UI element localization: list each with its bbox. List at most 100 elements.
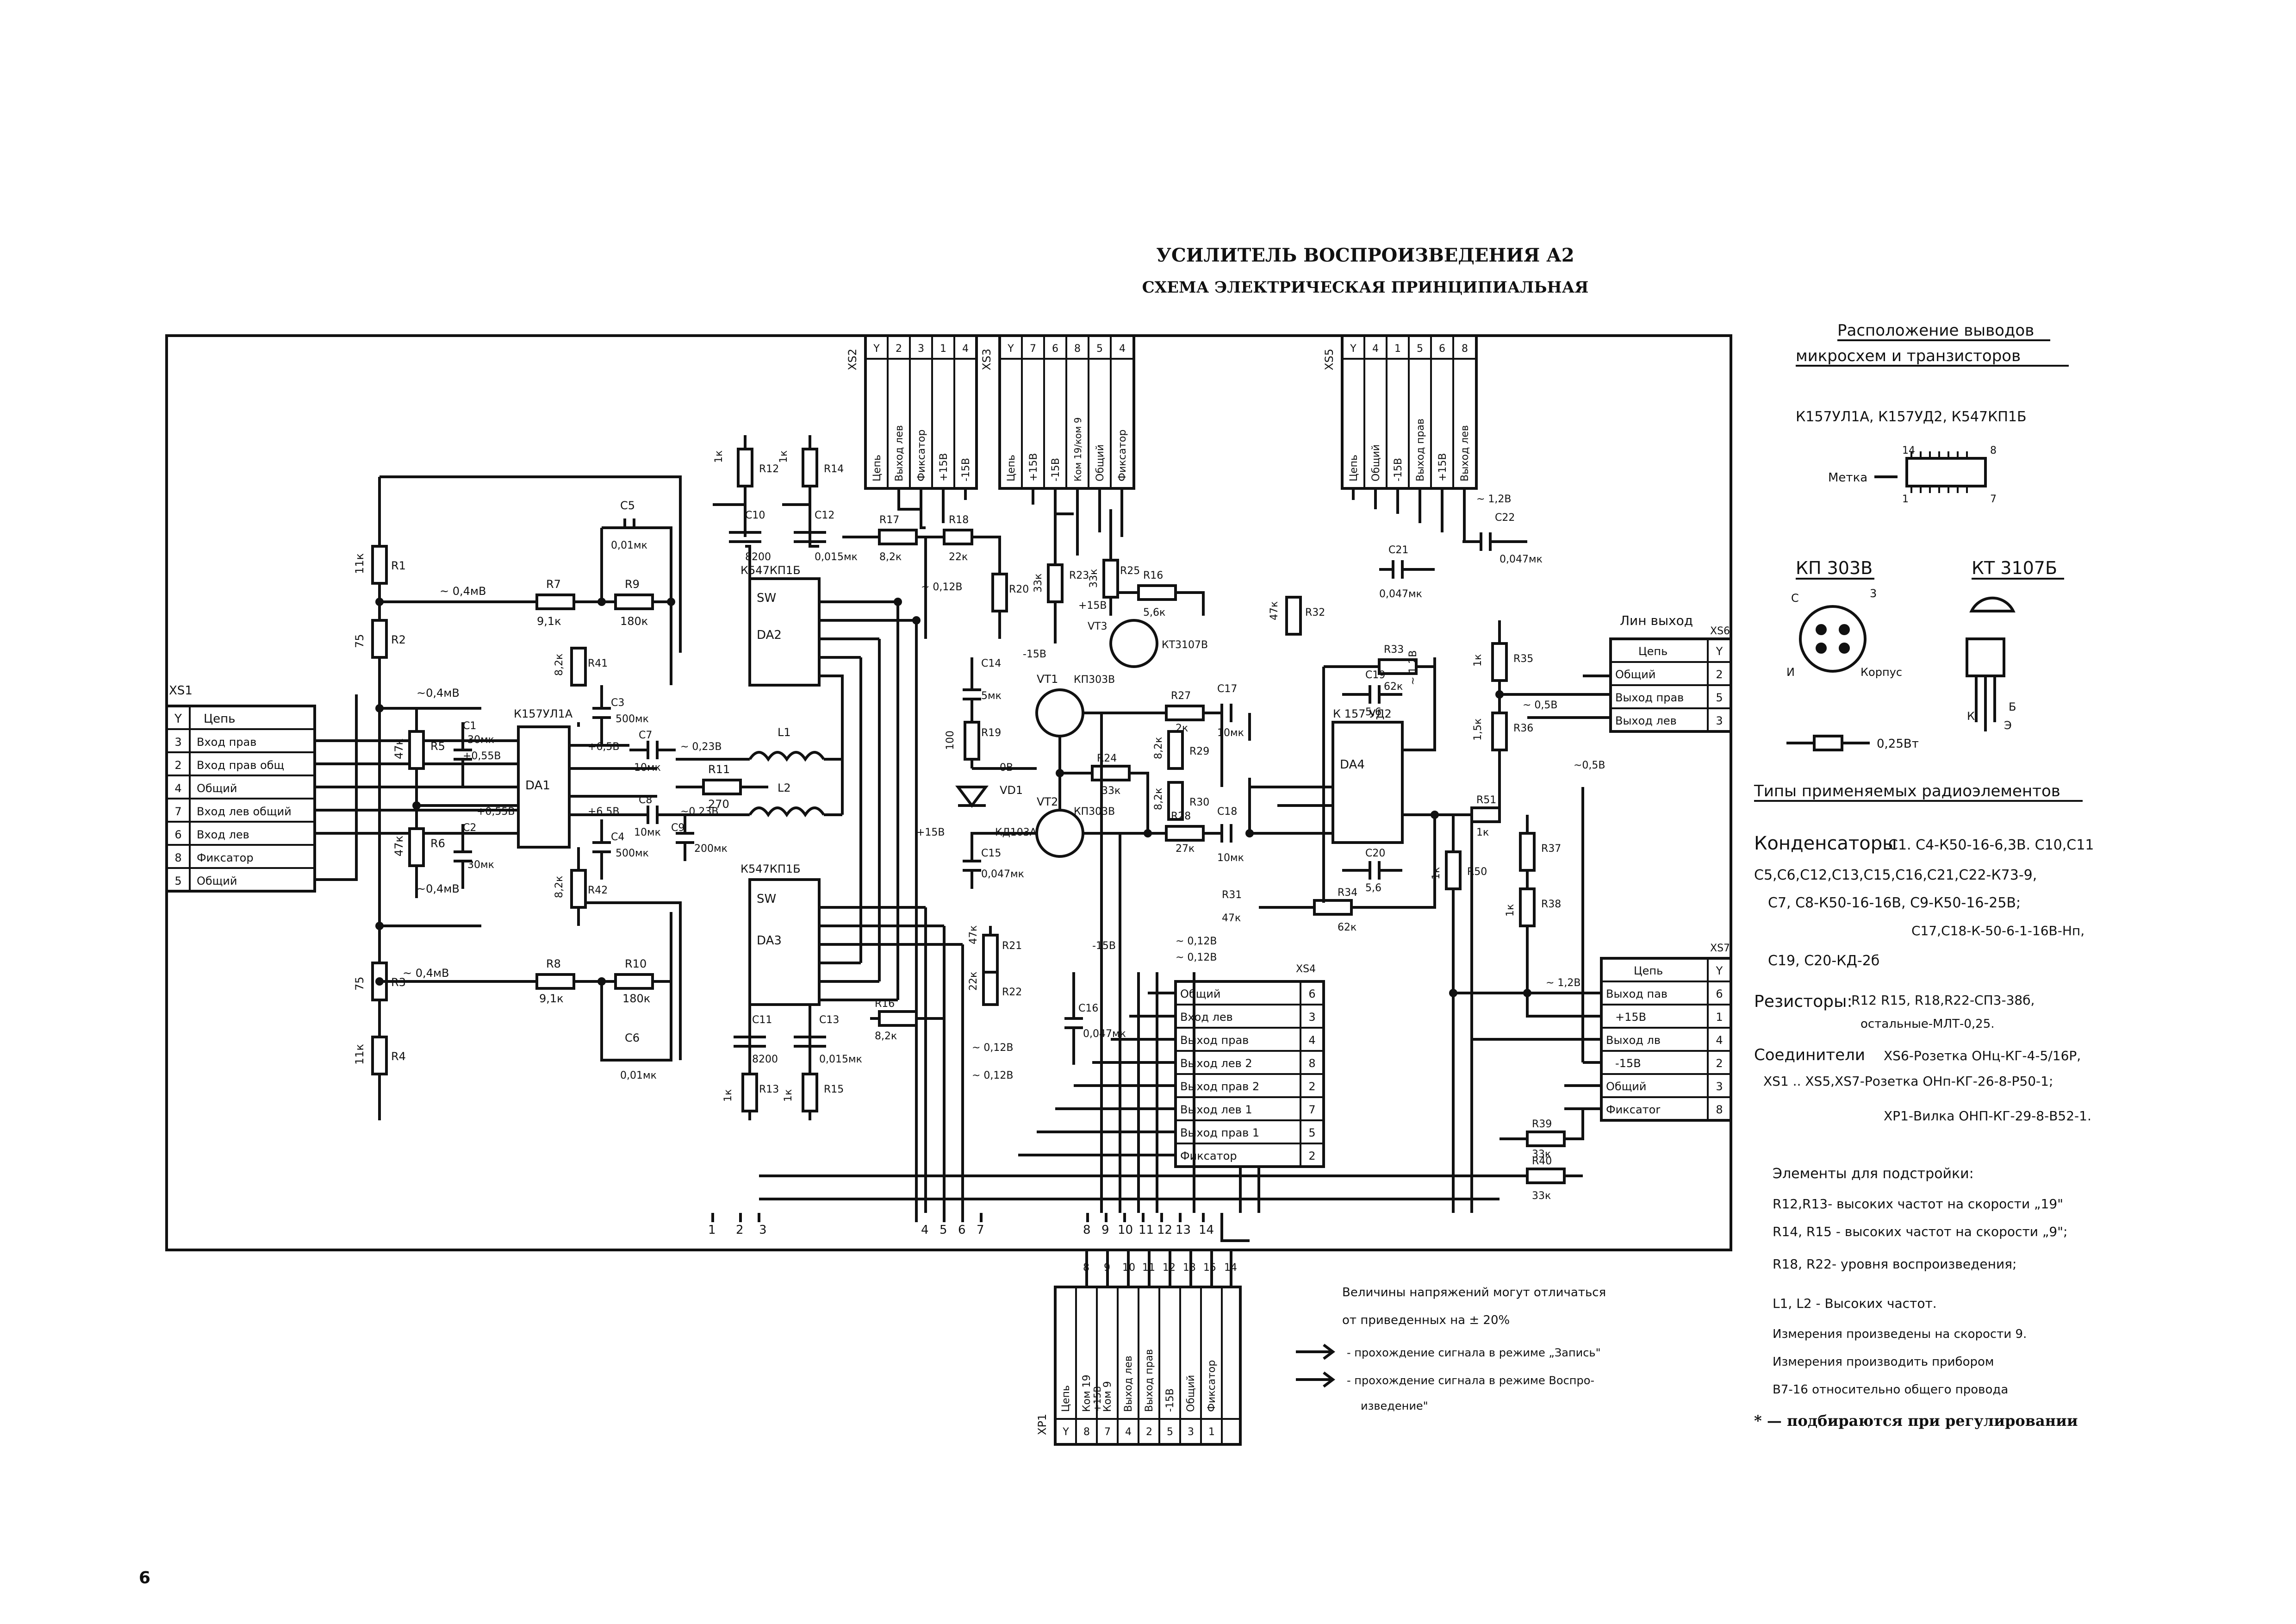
svg-text:4: 4 <box>921 1223 929 1237</box>
tuning-notes: Элементы для подстройки: R12,R13- высоки… <box>1754 1166 2078 1430</box>
xs1-pin: Y <box>174 712 182 726</box>
svg-text:~ 0,4мВ: ~ 0,4мВ <box>403 967 449 980</box>
svg-text:VT1: VT1 <box>1037 673 1058 686</box>
svg-text:Выход лев: Выход лев <box>894 425 905 481</box>
kp303-pinout-icon <box>1799 605 1867 673</box>
svg-text:Выход прав 1: Выход прав 1 <box>1180 1126 1259 1139</box>
svg-text:5: 5 <box>1417 343 1423 355</box>
svg-text:Резисторы:: Резисторы: <box>1754 992 1853 1011</box>
xs1-name: ХS1 <box>169 684 193 698</box>
svg-text:-15В: -15В <box>1615 1057 1641 1070</box>
svg-text:~ 0,12В: ~ 0,12В <box>1176 936 1217 947</box>
svg-text:3: 3 <box>1188 1426 1194 1438</box>
da2-chip: SW DA2 К547КП1Б <box>740 564 821 687</box>
svg-text:ХS2: ХS2 <box>846 349 859 370</box>
svg-text:1: 1 <box>940 343 946 355</box>
kt3107-pinout-icon <box>1969 596 2016 612</box>
svg-text:R33: R33 <box>1384 644 1404 656</box>
playback-arrow-icon <box>1296 1371 1335 1388</box>
svg-text:Общий: Общий <box>1180 987 1221 1000</box>
svg-text:VD1: VD1 <box>1000 784 1023 797</box>
svg-text:~ 1,2В: ~ 1,2В <box>1476 493 1512 505</box>
svg-text:R10: R10 <box>625 957 647 970</box>
svg-text:13: 13 <box>1183 1262 1196 1274</box>
svg-text:0,047мк: 0,047мк <box>1379 588 1422 600</box>
svg-text:-15В: -15В <box>1050 458 1062 481</box>
svg-text:VT2: VT2 <box>1037 795 1058 808</box>
svg-text:Ком 9: Ком 9 <box>1102 1381 1114 1412</box>
svg-text:-15В: -15В <box>1393 458 1404 481</box>
svg-text:+15В: +15В <box>1028 453 1039 481</box>
xs4-connector: ХS4 Общий 6 Вход лев 3 Выход прав 4 Выхо… <box>1174 963 1325 1168</box>
xs1-pin: 2 <box>174 759 181 772</box>
svg-text:7: 7 <box>1030 343 1036 355</box>
svg-text:Выход лев 1: Выход лев 1 <box>1180 1103 1252 1116</box>
svg-text:-15В: -15В <box>1164 1388 1176 1412</box>
svg-text:1к: 1к <box>1476 827 1489 838</box>
da3-chip: SW DA3 К547КП1Б <box>740 862 821 1006</box>
svg-text:2: 2 <box>1146 1426 1152 1438</box>
xs1-label: Вход прав общ <box>197 759 284 772</box>
svg-text:R36: R36 <box>1513 723 1533 734</box>
svg-text:С5,С6,С12,С13,С15,С16,С21,С22-: С5,С6,С12,С13,С15,С16,С21,С22-К73-9, <box>1754 867 2037 883</box>
svg-text:R16: R16 <box>1143 570 1163 581</box>
svg-text:2: 2 <box>1308 1080 1315 1093</box>
svg-text:62к: 62к <box>1338 922 1356 933</box>
svg-text:R12,R13- высоких частот на ско: R12,R13- высоких частот на скорости „19" <box>1773 1196 2063 1212</box>
svg-text:Общий: Общий <box>1185 1375 1197 1412</box>
svg-text:6: 6 <box>1716 987 1723 1000</box>
svg-text:11: 11 <box>1139 1223 1154 1237</box>
svg-text:6: 6 <box>958 1223 966 1237</box>
svg-text:2: 2 <box>736 1223 744 1237</box>
svg-text:22к: 22к <box>949 551 968 563</box>
svg-text:-15В: -15В <box>1023 649 1046 660</box>
svg-text:C8: C8 <box>639 794 652 806</box>
svg-text:Выход лев: Выход лев <box>1615 714 1677 727</box>
svg-text:К547КП1Б: К547КП1Б <box>740 862 801 875</box>
svg-text:12: 12 <box>1163 1262 1176 1274</box>
svg-text:Фиксатор: Фиксатор <box>1206 1360 1218 1412</box>
svg-text:33к: 33к <box>1532 1190 1551 1202</box>
svg-text:4: 4 <box>1125 1426 1132 1438</box>
svg-text:3: 3 <box>759 1223 767 1237</box>
svg-text:3: 3 <box>918 343 924 355</box>
svg-text:8,2к: 8,2к <box>554 654 565 676</box>
xs1-pin: 8 <box>174 851 181 864</box>
svg-text:8: 8 <box>1462 343 1468 355</box>
svg-text:ХS6: ХS6 <box>1710 625 1730 637</box>
svg-text:Вход лев: Вход лев <box>1180 1011 1233 1024</box>
svg-text:R39: R39 <box>1532 1118 1552 1130</box>
svg-text:10мк: 10мк <box>634 762 661 774</box>
svg-text:ХS7: ХS7 <box>1710 943 1730 954</box>
svg-text:Выход прав: Выход прав <box>1615 691 1684 704</box>
svg-text:R35: R35 <box>1513 653 1533 665</box>
svg-text:R27: R27 <box>1171 690 1191 702</box>
svg-text:R19: R19 <box>981 727 1001 739</box>
svg-text:С17,С18-К-50-6-1-16В-Нп,: С17,С18-К-50-6-1-16В-Нп, <box>1911 923 2084 938</box>
svg-text:30мк: 30мк <box>467 734 494 746</box>
vt1-transistor-icon <box>1035 688 1084 737</box>
svg-text:2к: 2к <box>1176 723 1188 734</box>
svg-text:R30: R30 <box>1189 797 1209 808</box>
svg-text:R13: R13 <box>759 1084 779 1095</box>
svg-text:+15В: +15В <box>1078 600 1107 612</box>
svg-text:200мк: 200мк <box>694 843 728 855</box>
svg-text:0,047мк: 0,047мк <box>1500 554 1543 565</box>
svg-text:R15: R15 <box>824 1084 844 1095</box>
svg-text:ХS5: ХS5 <box>1323 349 1336 370</box>
svg-text:R2: R2 <box>391 633 406 646</box>
svg-text:12: 12 <box>1157 1223 1172 1237</box>
svg-text:4: 4 <box>1119 343 1126 355</box>
svg-text:3: 3 <box>1308 1011 1315 1024</box>
svg-text:500мк: 500мк <box>616 713 649 725</box>
svg-text:0,015мк: 0,015мк <box>819 1054 862 1065</box>
svg-text:5: 5 <box>1308 1126 1315 1139</box>
svg-text:9: 9 <box>1104 1262 1110 1274</box>
svg-text:+15В: +15В <box>1092 1386 1103 1412</box>
svg-text:3: 3 <box>1716 714 1723 727</box>
xs2-connector: ХS2 Y 2 3 1 4 Цепь Выход лев Фиксатор +1… <box>846 334 978 490</box>
svg-text:R5: R5 <box>430 740 445 753</box>
element-types: Типы применяемых радиоэлементов Конденса… <box>1754 782 2094 1124</box>
chip-dip-icon <box>1905 457 1987 487</box>
da1-chip: DA1 К157УЛ1А <box>514 707 573 849</box>
